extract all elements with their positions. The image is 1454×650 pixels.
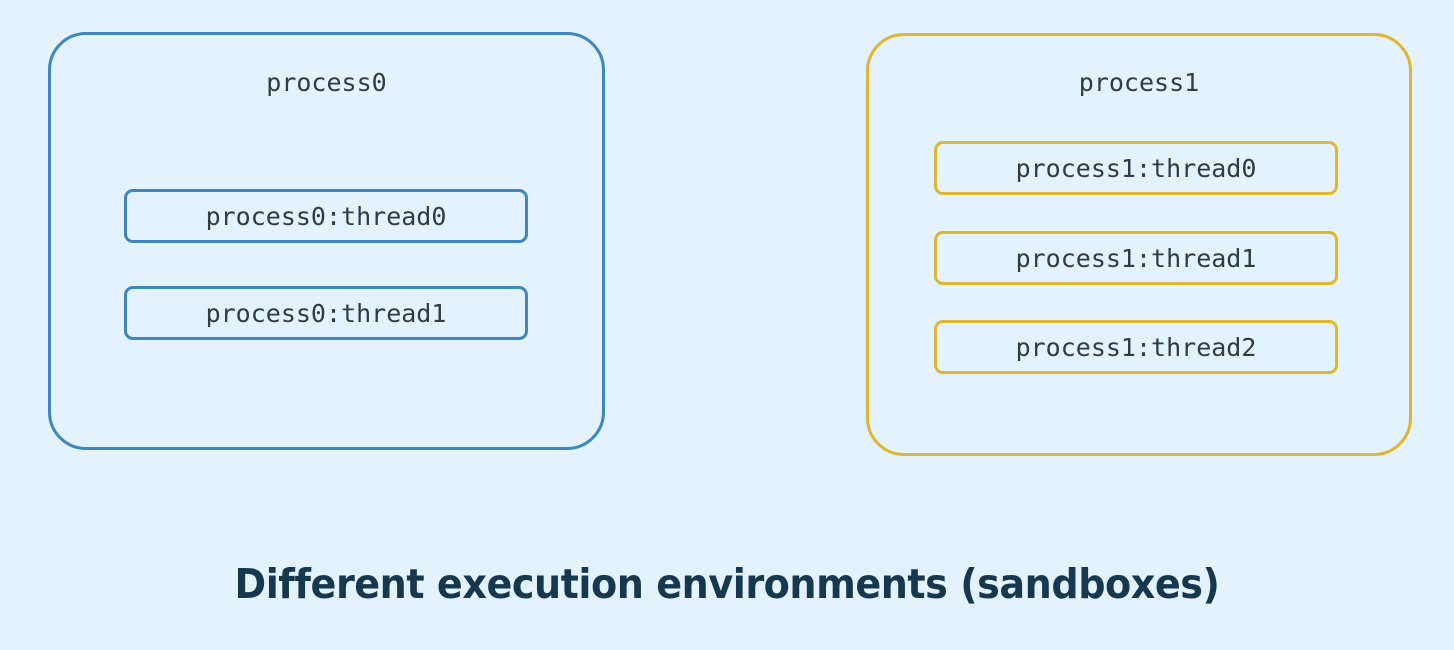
thread-label-process1-thread0: process1:thread0 bbox=[1015, 153, 1257, 183]
process-title-process0: process0 bbox=[266, 68, 387, 97]
thread-label-process1-thread2: process1:thread2 bbox=[1015, 332, 1257, 362]
process-title-process1: process1 bbox=[1078, 68, 1200, 97]
thread-label-process0-thread1: process0:thread1 bbox=[205, 298, 447, 328]
thread-label-process0-thread0: process0:thread0 bbox=[205, 201, 447, 231]
thread-box-process1-thread1: process1:thread1 bbox=[934, 231, 1338, 285]
thread-box-process1-thread2: process1:thread2 bbox=[934, 320, 1338, 374]
thread-label-process1-thread1: process1:thread1 bbox=[1015, 243, 1257, 273]
process-container-process0 bbox=[48, 32, 605, 450]
thread-box-process0-thread0: process0:thread0 bbox=[124, 189, 528, 243]
diagram-caption: Different execution environments (sandbo… bbox=[234, 560, 1220, 608]
process-container-process1 bbox=[866, 33, 1412, 456]
thread-box-process0-thread1: process0:thread1 bbox=[124, 286, 528, 340]
thread-box-process1-thread0: process1:thread0 bbox=[934, 141, 1338, 195]
